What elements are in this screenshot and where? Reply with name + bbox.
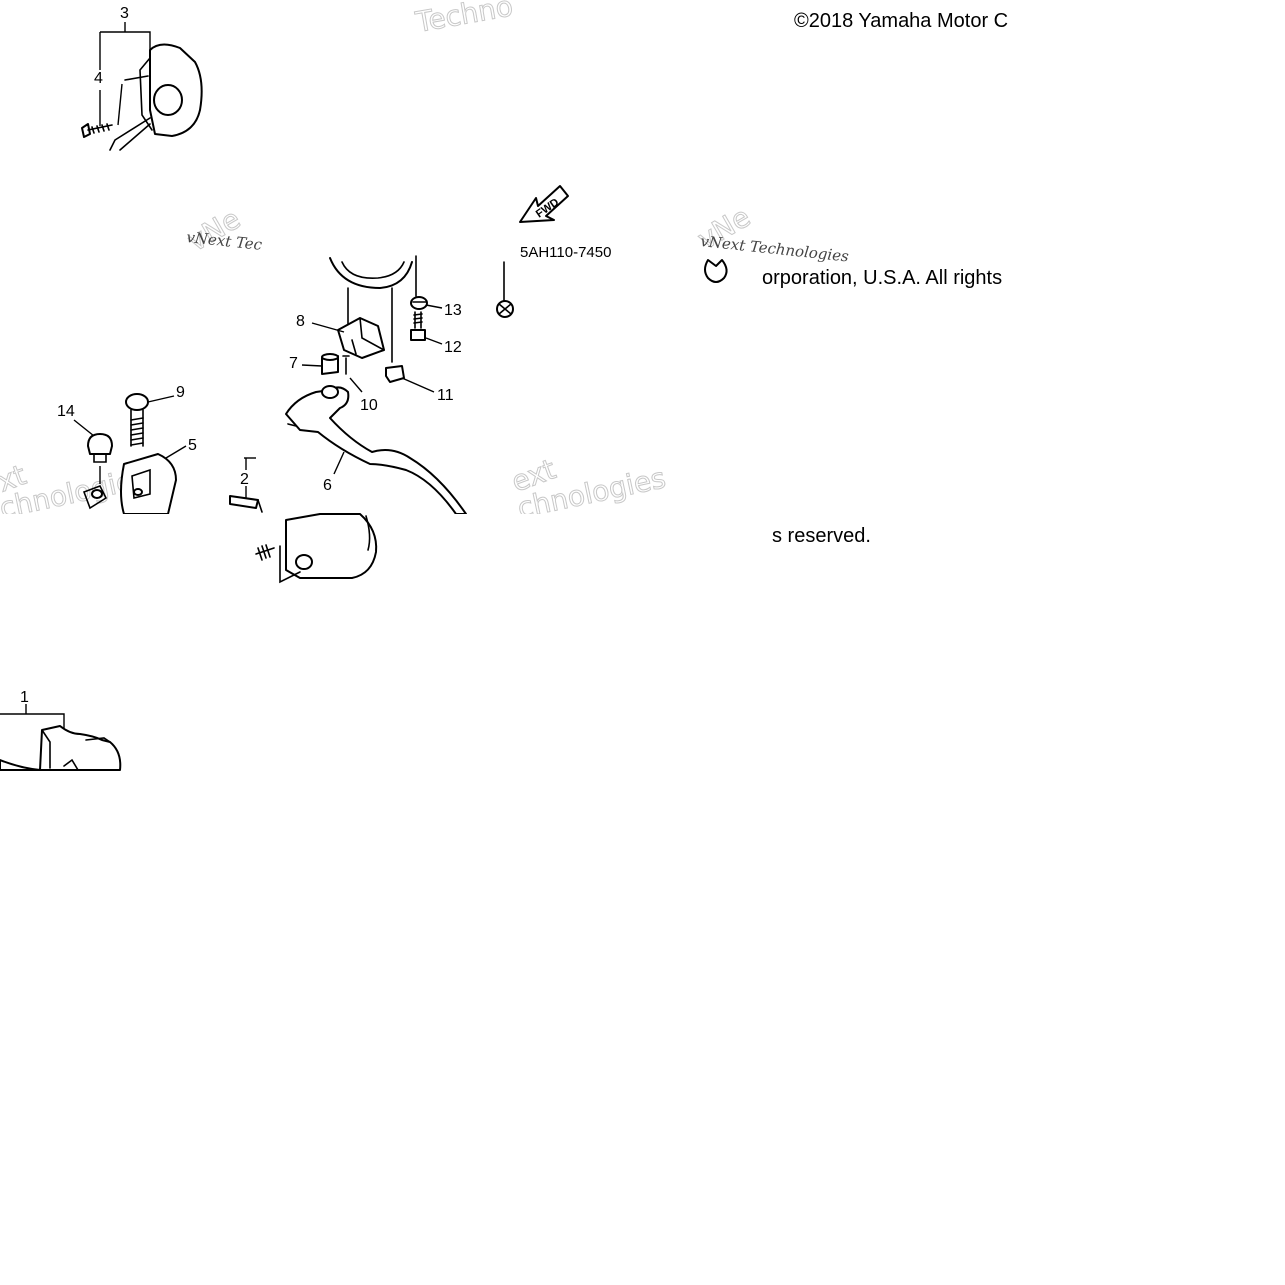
callout-8: 8 [296,313,305,330]
copyright-line: ©2018 Yamaha Motor C [794,10,1009,32]
switch-housing-part-3 [81,22,203,151]
callout-14: 14 [57,403,75,420]
switch-housing-part-1 [0,704,122,771]
bolt-icon [496,261,514,318]
callout-13: 13 [444,302,462,319]
master-cylinder-assembly [321,255,428,383]
forward-arrow-icon: FWD [519,185,569,223]
lever-holder-clamp-part-5 [82,393,177,515]
reserved-text-fragment: s reserved. [772,525,871,547]
callout-4: 4 [94,70,103,87]
ring-icon [704,259,728,283]
callout-1: 1 [20,689,29,706]
callout-labels: 1 2 3 4 5 6 7 8 9 10 11 12 13 14 [20,5,462,706]
part-code-label: 5AH110-7450 [520,244,611,261]
watermark-text: Techno [413,0,516,39]
rights-text-fragment: orporation, U.S.A. All rights [762,267,1003,289]
callout-5: 5 [188,437,197,454]
callout-9: 9 [176,384,185,401]
leader-lines [73,304,443,475]
callout-3: 3 [120,5,129,22]
lever-bracket-part-2 [229,457,263,513]
callout-2: 2 [240,471,249,488]
callout-6: 6 [323,477,332,494]
callout-12: 12 [444,339,462,356]
lever-holder-lower-fragment [255,513,378,584]
brake-lever-part-6 [285,385,467,515]
callout-11: 11 [437,387,454,404]
callout-10: 10 [360,397,378,414]
callout-7: 7 [289,355,298,372]
